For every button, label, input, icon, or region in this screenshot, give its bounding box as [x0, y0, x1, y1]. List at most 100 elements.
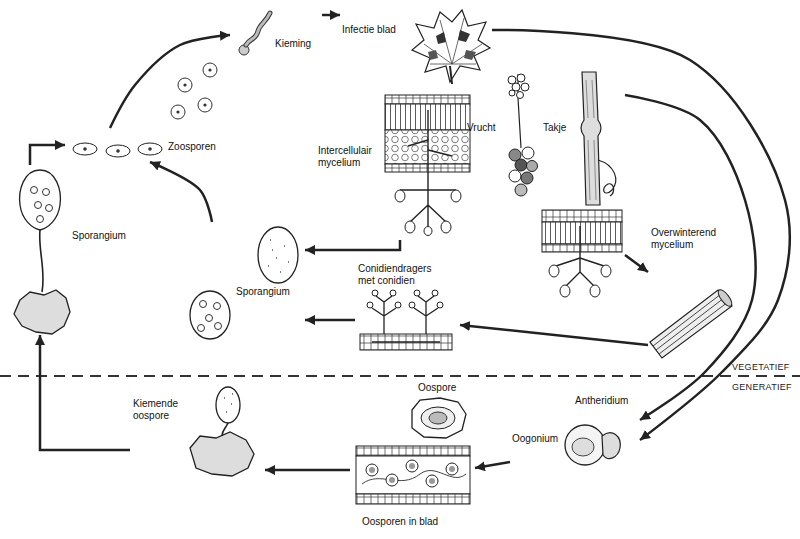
stage-label: Sporangium [72, 230, 126, 242]
oospore [406, 460, 418, 472]
zoospores [73, 143, 162, 157]
shoot-cortex [542, 222, 622, 244]
stage-label: Oogonium [512, 433, 558, 445]
oospore [386, 474, 398, 486]
lesion [464, 50, 476, 60]
zoospore [106, 145, 130, 157]
zoospore-inside [215, 323, 222, 330]
oospore-core [369, 467, 375, 473]
zoospore-inside [206, 315, 213, 322]
stem-hatching [586, 80, 596, 200]
sporangium-stipple [224, 394, 233, 412]
flower-bud [517, 74, 525, 82]
label-holder: Infectie blad [342, 24, 396, 36]
cycle-arrow [492, 30, 790, 440]
zoospore [138, 143, 162, 155]
twig-end [716, 288, 734, 309]
zoospore-inside [200, 301, 207, 308]
flower-bud [521, 83, 529, 91]
mesophyll [356, 456, 470, 494]
stage-node: Oospore [395, 382, 475, 440]
lesion [458, 30, 470, 42]
shoot-inner-epidermis [542, 244, 622, 252]
upper-epidermis [385, 95, 470, 104]
stage-node: Takje [540, 70, 625, 302]
zoospore-inside [46, 205, 53, 212]
grape-clusters [508, 74, 538, 196]
sporangium-pear [216, 387, 240, 423]
stage-label: Zoosporen [168, 141, 216, 153]
cycle-arrow [322, 14, 340, 17]
oospore-outer-wall [412, 398, 466, 438]
conidium [372, 290, 378, 296]
cycle-arrow [110, 35, 230, 128]
label-holder: Antheridium [575, 395, 628, 407]
grape-berry [527, 161, 538, 172]
oospore-core [429, 478, 435, 484]
zoospore [73, 143, 97, 155]
conidium [437, 302, 443, 308]
stage-node: Kiemende oospore [130, 380, 265, 478]
oospore-content [429, 412, 447, 424]
sporangium-small [395, 190, 405, 202]
cycle-arrow [305, 319, 355, 322]
phase-label: VEGETATIEF [732, 362, 790, 372]
stage-label: Oospore [418, 382, 456, 394]
zoospore-inside [43, 189, 50, 196]
stage-node: Zoosporen [65, 128, 225, 162]
conidium [409, 302, 415, 308]
conidium [390, 290, 396, 296]
shoot-stem [581, 72, 601, 205]
germ-tube [40, 230, 43, 292]
phase-label: GENERATIEF [732, 382, 792, 392]
hyphae [400, 110, 456, 226]
sporangium-small [549, 265, 559, 277]
tendril [598, 160, 616, 196]
conidium [395, 302, 401, 308]
grape-berry [522, 147, 534, 159]
stage-label: Infectie blad [342, 24, 396, 36]
grape-berry [509, 170, 521, 182]
label-holder: Vrucht [467, 122, 496, 134]
germ-tube-outline [246, 13, 270, 45]
antheridium-cell [602, 433, 620, 459]
stage-node: AntheridiumOogonium [510, 393, 640, 473]
sporangium-small [405, 221, 415, 233]
cyst [178, 78, 192, 92]
cycle-arrow [475, 462, 510, 468]
stage-node: Vrucht [465, 70, 537, 200]
stage-node: Sporangium [180, 222, 305, 345]
oosphere [572, 438, 594, 456]
twig-piece [650, 290, 732, 358]
upper-epidermis [356, 446, 470, 456]
stage-node: Intercellulair mycelium [315, 90, 475, 240]
germinating-oospore [190, 387, 254, 476]
shoot-epidermis [542, 210, 622, 222]
flower-bud [509, 90, 515, 96]
label-holder: Kieming [275, 38, 311, 50]
stage-node: Oosporen in blad [350, 442, 475, 534]
label-holder: Sporangium [72, 230, 126, 242]
shoot [542, 72, 622, 297]
oospores-in-leaf [356, 446, 470, 504]
conidium [414, 290, 420, 296]
overwintering-twig [650, 288, 734, 358]
label-holder: Takje [543, 122, 566, 134]
cyst [198, 98, 212, 112]
zoospore-nucleus [148, 147, 152, 151]
stage-label: Overwinterend mycelium [651, 227, 731, 250]
stage-node: Infectie blad [340, 5, 492, 87]
zoospore-inside [37, 216, 44, 223]
sporangium-small [441, 221, 451, 233]
encysted-zoospores [171, 63, 217, 119]
lesion [436, 32, 446, 44]
oospore-core [409, 463, 415, 469]
conidiophore-branches [372, 296, 440, 342]
stage-label: Intercellulair mycelium [318, 145, 382, 168]
germinating-zoospore [239, 13, 270, 55]
oospore-core [449, 466, 455, 472]
germ-tube [222, 423, 228, 436]
infected-leaf [412, 10, 490, 84]
label-holder: GENERATIEF [732, 382, 792, 392]
